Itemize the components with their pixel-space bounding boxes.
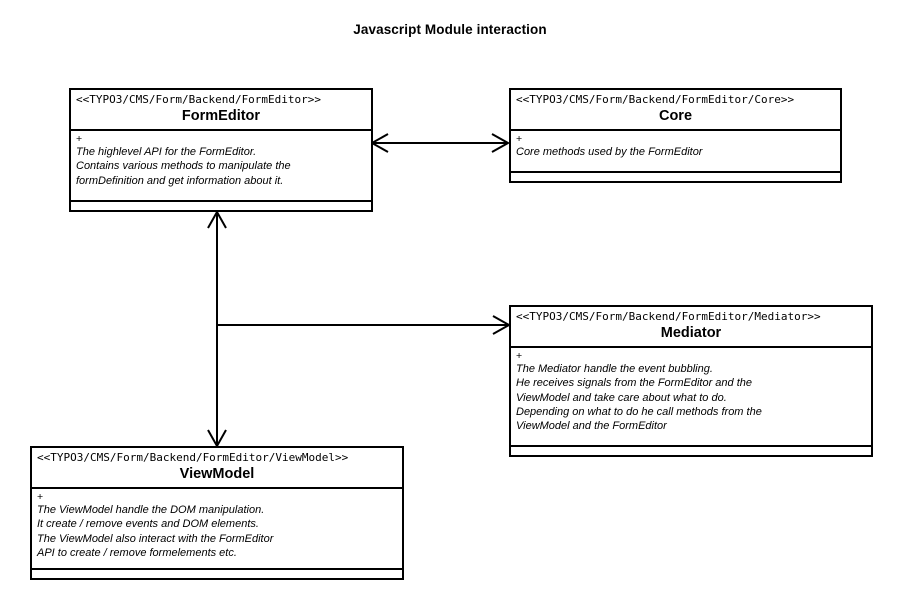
uml-desc-line: He receives signals from the FormEditor … (516, 377, 752, 390)
uml-desc-line: ViewModel and the FormEditor (516, 420, 667, 433)
uml-header-viewmodel: <<TYPO3/CMS/Form/Backend/FormEditor/View… (32, 448, 402, 489)
uml-desc-line: Depending on what to do he call methods … (516, 405, 762, 418)
uml-name-mediator: Mediator (660, 325, 722, 341)
uml-footer-mediator (511, 447, 871, 455)
uml-header-core: <<TYPO3/CMS/Form/Backend/FormEditor/Core… (511, 90, 840, 131)
uml-desc-line: The Mediator handle the event bubbling. (516, 363, 713, 375)
uml-footer-core (511, 173, 840, 181)
uml-desc-line: API to create / remove formelements etc. (37, 546, 237, 559)
uml-desc-line: ViewModel and take care about what to do… (516, 391, 727, 404)
uml-visibility-viewmodel: + (37, 491, 44, 503)
uml-class-core[interactable]: <<TYPO3/CMS/Form/Backend/FormEditor/Core… (509, 88, 842, 183)
uml-desc-line: Contains various methods to manipulate t… (76, 160, 291, 173)
uml-class-viewmodel[interactable]: <<TYPO3/CMS/Form/Backend/FormEditor/View… (30, 446, 404, 580)
uml-class-mediator[interactable]: <<TYPO3/CMS/Form/Backend/FormEditor/Medi… (509, 305, 873, 457)
uml-footer-formeditor (71, 202, 371, 210)
uml-name-core: Core (658, 108, 693, 124)
uml-visibility-core: + (516, 133, 523, 145)
uml-stereotype-viewmodel: <<TYPO3/CMS/Form/Backend/FormEditor/View… (37, 451, 349, 464)
uml-body-formeditor: + The highlevel API for the FormEditor. … (71, 131, 371, 202)
uml-header-mediator: <<TYPO3/CMS/Form/Backend/FormEditor/Medi… (511, 307, 871, 348)
uml-footer-viewmodel (32, 570, 402, 578)
connector-viewmodel-mediator (217, 315, 512, 335)
uml-stereotype-core: <<TYPO3/CMS/Form/Backend/FormEditor/Core… (516, 93, 795, 106)
uml-stereotype-mediator: <<TYPO3/CMS/Form/Backend/FormEditor/Medi… (516, 310, 821, 323)
connector-formeditor-core (369, 133, 511, 153)
uml-desc-line: It create / remove events and DOM elemen… (37, 518, 259, 531)
uml-desc-line: Core methods used by the FormEditor (516, 146, 703, 158)
uml-visibility-formeditor: + (76, 133, 83, 145)
uml-visibility-mediator: + (516, 350, 523, 362)
uml-body-core: + Core methods used by the FormEditor (511, 131, 840, 173)
uml-name-formeditor: FormEditor (181, 108, 261, 124)
uml-body-mediator: + The Mediator handle the event bubbling… (511, 348, 871, 447)
uml-class-formeditor[interactable]: <<TYPO3/CMS/Form/Backend/FormEditor>> Fo… (69, 88, 373, 212)
uml-header-formeditor: <<TYPO3/CMS/Form/Backend/FormEditor>> Fo… (71, 90, 371, 131)
page-title: Javascript Module interaction (353, 22, 547, 37)
uml-desc-line: The ViewModel handle the DOM manipulatio… (37, 504, 265, 516)
uml-desc-line: The highlevel API for the FormEditor. (76, 146, 257, 158)
uml-stereotype-formeditor: <<TYPO3/CMS/Form/Backend/FormEditor>> (76, 93, 322, 106)
uml-desc-line: The ViewModel also interact with the For… (37, 532, 274, 545)
uml-body-viewmodel: + The ViewModel handle the DOM manipulat… (32, 489, 402, 570)
uml-desc-line: formDefinition and get information about… (76, 174, 284, 187)
connector-formeditor-viewmodel (207, 209, 227, 449)
uml-name-viewmodel: ViewModel (179, 466, 255, 482)
